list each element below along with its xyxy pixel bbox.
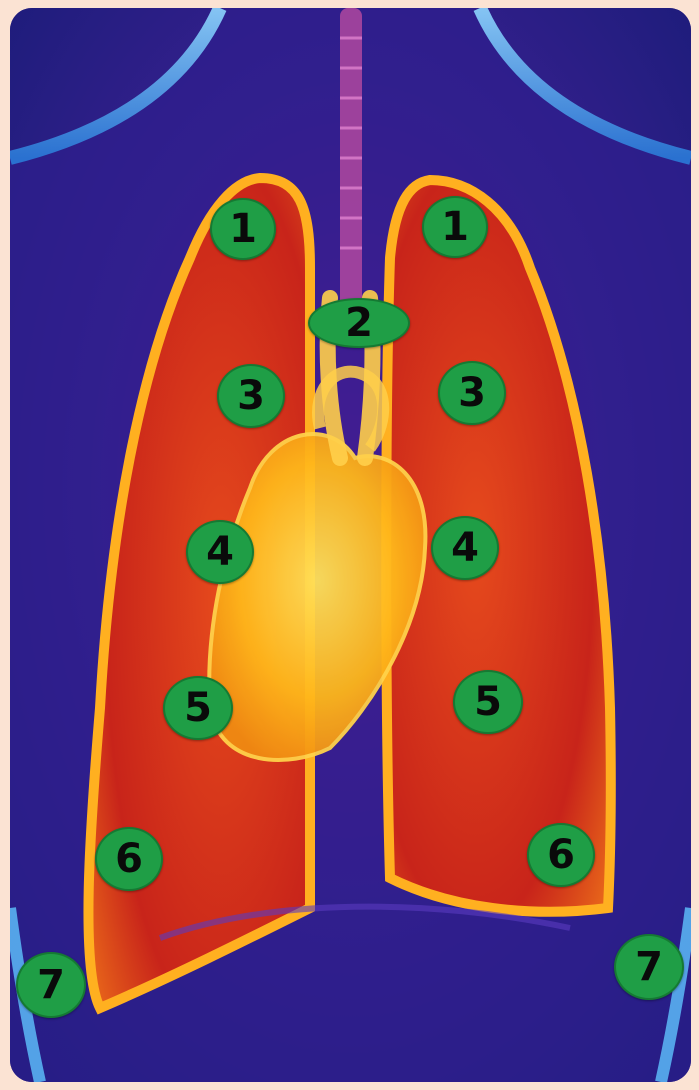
marker-6-left: 6 bbox=[95, 827, 163, 891]
marker-3-left: 3 bbox=[217, 364, 285, 428]
marker-5-right: 5 bbox=[453, 670, 523, 734]
marker-5-left: 5 bbox=[163, 676, 233, 740]
marker-7-right: 7 bbox=[614, 934, 684, 1000]
marker-3-right: 3 bbox=[438, 361, 506, 425]
marker-4-left: 4 bbox=[186, 520, 254, 584]
image-frame: 1 1 2 3 3 4 4 5 5 6 6 7 7 bbox=[10, 8, 691, 1082]
marker-1-right-apex: 1 bbox=[422, 196, 488, 258]
marker-7-left: 7 bbox=[16, 952, 86, 1018]
marker-2-trachea: 2 bbox=[308, 298, 410, 348]
marker-6-right: 6 bbox=[527, 823, 595, 887]
marker-4-right: 4 bbox=[431, 516, 499, 580]
marker-1-left-apex: 1 bbox=[210, 198, 276, 260]
thorax-illustration bbox=[10, 8, 691, 1082]
